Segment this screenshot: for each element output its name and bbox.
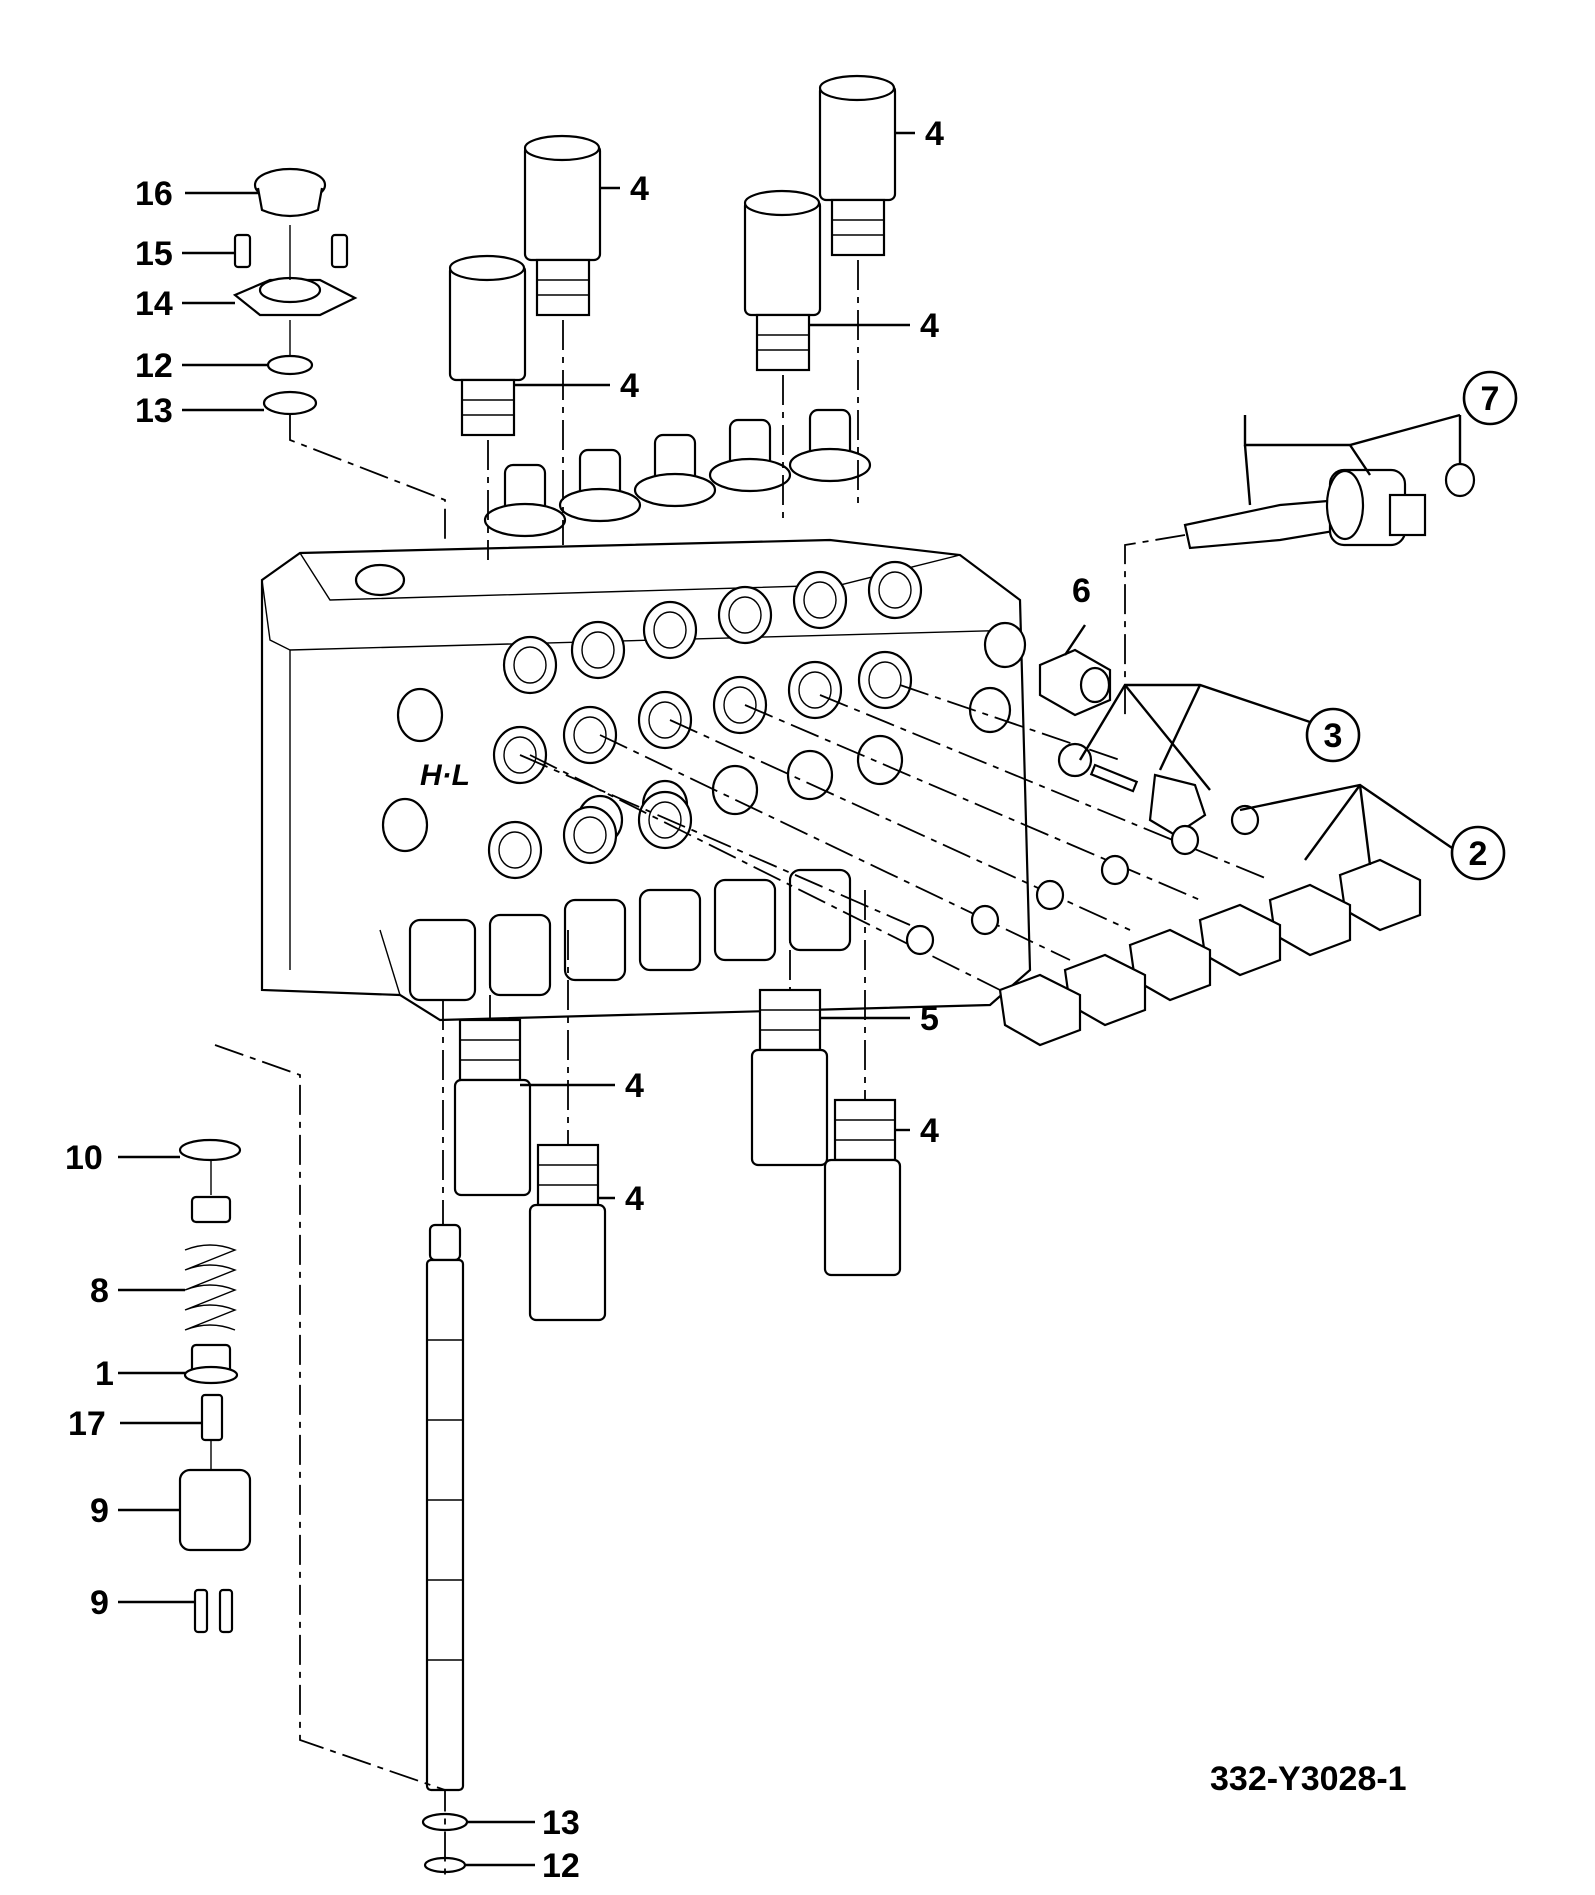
callout-12-top: 12 bbox=[135, 347, 173, 385]
cover-stack bbox=[232, 167, 446, 540]
callout-15: 15 bbox=[135, 235, 173, 273]
bottom-cartridge-3 bbox=[823, 1098, 902, 1277]
drawing-number: 332-Y3028-1 bbox=[1210, 1760, 1407, 1798]
bottom-cartridge-1 bbox=[453, 1018, 532, 1197]
callout-4-g: 4 bbox=[920, 1112, 939, 1150]
relief-cartridge-top-2 bbox=[523, 134, 602, 317]
callout-12-bottom: 12 bbox=[542, 1847, 580, 1885]
manufacturer-logo: H·L bbox=[420, 759, 470, 792]
block-ports bbox=[381, 560, 1027, 880]
callout-4-a: 4 bbox=[620, 367, 639, 405]
plug-row-2 bbox=[905, 804, 1422, 1047]
callout-3-circle: 3 bbox=[1305, 707, 1361, 763]
callout-7-circle: 7 bbox=[1462, 370, 1518, 426]
callout-17: 17 bbox=[68, 1405, 106, 1443]
callout-13-top: 13 bbox=[135, 392, 173, 430]
callout-4-f: 4 bbox=[625, 1180, 644, 1218]
plug-6 bbox=[1038, 648, 1112, 717]
relief-cartridge-top-3 bbox=[743, 189, 822, 372]
callout-8: 8 bbox=[90, 1272, 109, 1310]
callout-3: 3 bbox=[1324, 717, 1343, 755]
bottom-cartridge-2 bbox=[528, 1143, 607, 1322]
callouts: 16 15 14 12 13 4 4 4 4 7 6 3 2 5 4 4 4 1… bbox=[65, 115, 1518, 1885]
callout-9-a: 9 bbox=[90, 1492, 109, 1530]
axis-lines-top bbox=[487, 260, 859, 560]
callout-1: 1 bbox=[95, 1355, 114, 1393]
callout-16: 16 bbox=[135, 175, 173, 213]
callout-10: 10 bbox=[65, 1139, 103, 1177]
callout-2: 2 bbox=[1469, 835, 1488, 873]
callout-4-d: 4 bbox=[925, 115, 944, 153]
callout-2-circle: 2 bbox=[1450, 825, 1506, 881]
spool-caps-top bbox=[483, 408, 872, 538]
spool-housings-bottom bbox=[408, 868, 852, 1002]
spring-stack bbox=[178, 1138, 252, 1634]
relief-cartridge-top-4 bbox=[818, 74, 897, 257]
spring-stack-axis bbox=[214, 1044, 446, 1875]
bottom-cartridge-5 bbox=[750, 988, 829, 1167]
callout-6: 6 bbox=[1072, 572, 1091, 610]
callout-13-bottom: 13 bbox=[542, 1804, 580, 1842]
callout-14: 14 bbox=[135, 285, 173, 323]
axis-lines-bottom bbox=[442, 890, 866, 1225]
leader-lines bbox=[118, 131, 1462, 1867]
callout-4-e: 4 bbox=[625, 1067, 644, 1105]
callout-4-b: 4 bbox=[630, 170, 649, 208]
spool bbox=[421, 1223, 469, 1874]
solenoid-assembly bbox=[1124, 462, 1476, 720]
relief-cartridge-top-1 bbox=[448, 254, 527, 437]
callout-5: 5 bbox=[920, 1000, 939, 1038]
check-valve-group-3 bbox=[1057, 742, 1207, 837]
callout-4-c: 4 bbox=[920, 307, 939, 345]
callout-7: 7 bbox=[1481, 380, 1500, 418]
callout-9-b: 9 bbox=[90, 1584, 109, 1622]
